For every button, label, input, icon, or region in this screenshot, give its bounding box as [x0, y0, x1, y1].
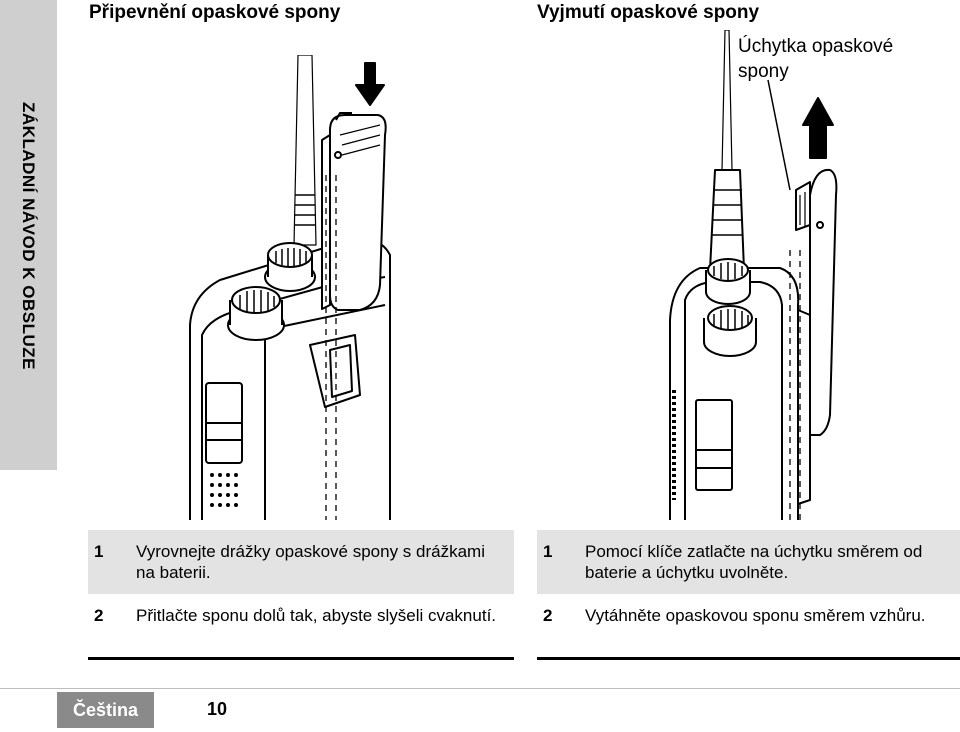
left-step-2-number: 2 — [94, 606, 104, 625]
side-tab: ZÁKLADNÍ NÁVOD K OBSLUZE — [0, 0, 57, 470]
attach-belt-clip-illustration — [189, 55, 391, 520]
left-step-1-text: Vyrovnejte drážky opaskové spony s drážk… — [136, 542, 485, 582]
left-section-title: Připevnění opaskové spony — [89, 2, 341, 23]
belt-clip-tab-callout: Úchytka opaskové spony — [738, 36, 894, 82]
left-bottom-rule — [88, 657, 514, 660]
right-step-1-number: 1 — [543, 542, 553, 561]
right-step-1-text: Pomocí klíče zatlačte na úchytku směrem … — [585, 542, 923, 582]
right-step-1: 1 Pomocí klíče zatlačte na úchytku směre… — [537, 530, 960, 594]
remove-belt-clip-illustration — [669, 30, 838, 520]
arrow-up-icon — [802, 97, 834, 159]
arrow-down-icon — [355, 62, 385, 106]
left-step-2-text: Přitlačte sponu dolů tak, abyste slyšeli… — [136, 606, 497, 625]
page-number: 10 — [207, 699, 228, 719]
right-section-title: Vyjmutí opaskové spony — [537, 2, 760, 23]
right-step-2-text: Vytáhněte opaskovou sponu směrem vzhůru. — [585, 606, 926, 625]
left-step-1: 1 Vyrovnejte drážky opaskové spony s drá… — [88, 530, 514, 594]
right-step-2: 2 Vytáhněte opaskovou sponu směrem vzhůr… — [537, 594, 960, 656]
language-badge: Čeština — [57, 692, 154, 728]
left-step-2: 2 Přitlačte sponu dolů tak, abyste slyše… — [88, 594, 514, 656]
footer-divider — [0, 688, 960, 689]
side-tab-label: ZÁKLADNÍ NÁVOD K OBSLUZE — [19, 102, 38, 370]
left-step-1-number: 1 — [94, 542, 104, 561]
right-step-2-number: 2 — [543, 606, 553, 625]
right-bottom-rule — [537, 657, 960, 660]
